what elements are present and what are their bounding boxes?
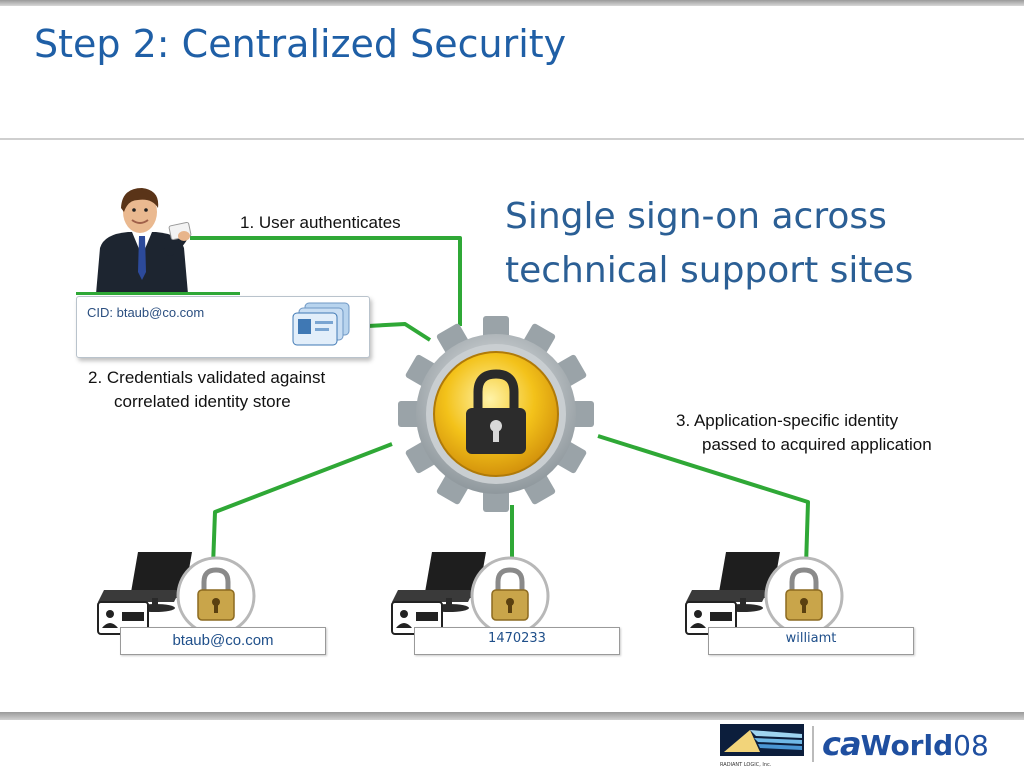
radiant-logic-text: RADIANT LOGIC, Inc.	[720, 762, 772, 768]
ca-logo-world: World	[860, 729, 954, 762]
ca-world-logo: caWorld08	[822, 726, 989, 768]
ca-logo-year: 08	[953, 729, 989, 762]
step-1-label: 1. User authenticates	[240, 213, 401, 232]
slide-subtitle: Single sign-on across technical support …	[505, 190, 1005, 298]
application-3-icon	[685, 552, 844, 636]
slide-title: Step 2: Centralized Security	[34, 22, 567, 66]
businessman-icon	[96, 188, 192, 294]
step-3-label: 3. Application-specific identity passed …	[676, 409, 932, 457]
radiant-logic-mark	[720, 724, 804, 756]
connector-user	[190, 236, 462, 326]
application-2-identity: 1470233	[414, 627, 620, 655]
computer-icon	[392, 552, 486, 612]
connector-app1	[211, 442, 393, 567]
id-card-icon	[292, 302, 350, 346]
footer-divider	[812, 726, 814, 762]
application-3-identity: williamt	[708, 627, 914, 655]
top-border	[0, 0, 1024, 6]
padlock-icon	[176, 556, 256, 636]
step-3-line-2: passed to acquired application	[702, 435, 932, 454]
gear-lock-icon	[398, 316, 594, 512]
padlock-icon	[470, 556, 550, 636]
connector-app3	[597, 434, 810, 567]
subtitle-line-1: Single sign-on across	[505, 196, 887, 237]
step-2-line-1: 2. Credentials validated against	[88, 368, 326, 387]
computer-icon	[686, 552, 780, 612]
radiant-logic-logo: RADIANT LOGIC, Inc.	[720, 724, 804, 768]
credential-card-text: CID: btaub@co.com	[87, 305, 205, 320]
application-1-identity: btaub@co.com	[120, 627, 326, 655]
padlock-icon	[764, 556, 844, 636]
application-2-icon	[391, 552, 550, 636]
computer-icon	[98, 552, 192, 612]
ca-logo-ca: ca	[822, 725, 862, 763]
credential-card: CID: btaub@co.com	[76, 296, 370, 358]
user-base-line	[76, 292, 240, 295]
title-divider	[0, 138, 1024, 140]
step-2-line-2: correlated identity store	[114, 392, 291, 411]
subtitle-line-2: technical support sites	[505, 250, 914, 291]
id-tag-icon	[391, 601, 443, 635]
bottom-border	[0, 712, 1024, 720]
step-3-line-1: 3. Application-specific identity	[676, 411, 899, 430]
connector-card	[367, 322, 432, 342]
application-1-icon	[97, 552, 256, 636]
step-2-label: 2. Credentials validated against correla…	[88, 366, 325, 414]
